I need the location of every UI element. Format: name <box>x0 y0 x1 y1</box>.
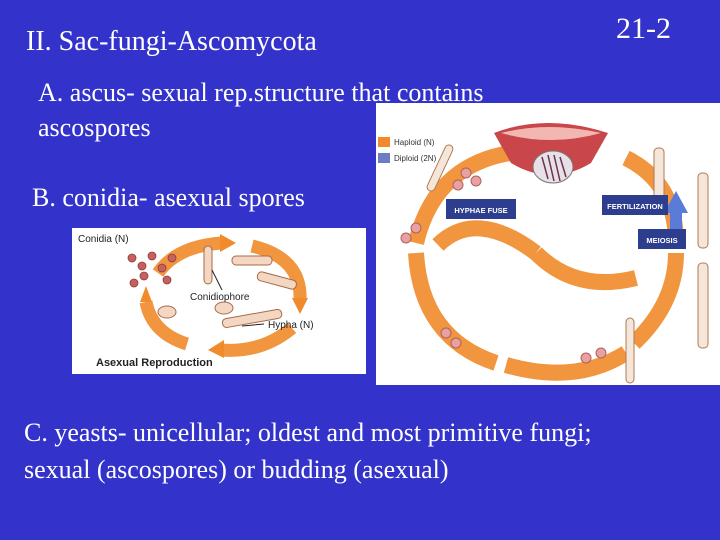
hyphae-fuse-label: HYPHAE FUSE <box>454 206 507 215</box>
sexual-cycle-diagram: Haploid (N) Diploid (2N) HYPHAE FUSE FER… <box>376 103 720 385</box>
ploidy-legend: Haploid (N) Diploid (2N) <box>378 137 437 163</box>
point-c-line2: sexual (ascospores) or budding (asexual) <box>24 455 449 484</box>
conidia-spores-icon <box>127 251 177 288</box>
ascus-chain-icon <box>426 144 709 384</box>
legend-haploid-label: Haploid (N) <box>394 138 435 147</box>
slide-number: 21-2 <box>616 12 671 45</box>
conidiophore-icon <box>157 245 297 328</box>
meiosis-label: MEIOSIS <box>646 236 677 245</box>
slide-heading: II. Sac-fungi-Ascomycota <box>26 26 317 57</box>
point-a-line1: A. ascus- sexual rep.structure that cont… <box>38 78 484 107</box>
meiosis-arrow-icon <box>664 191 688 229</box>
legend-diploid-label: Diploid (2N) <box>394 154 437 163</box>
ascocarp-cup-icon <box>494 123 608 184</box>
fertilization-label: FERTILIZATION <box>607 202 663 211</box>
asexual-cycle-diagram: Conidia (N) Conidiophore Hypha (N) Asexu… <box>72 228 366 374</box>
point-b: B. conidia- asexual spores <box>32 183 305 212</box>
hypha-label: Hypha (N) <box>268 320 314 331</box>
asexual-caption: Asexual Reproduction <box>96 357 213 369</box>
spore-cluster-icon <box>400 167 607 364</box>
conidiophore-label: Conidiophore <box>190 292 250 303</box>
point-a-line2: ascospores <box>38 113 151 142</box>
conidia-label: Conidia (N) <box>78 234 129 245</box>
point-c-line1: C. yeasts- unicellular; oldest and most … <box>24 418 592 447</box>
